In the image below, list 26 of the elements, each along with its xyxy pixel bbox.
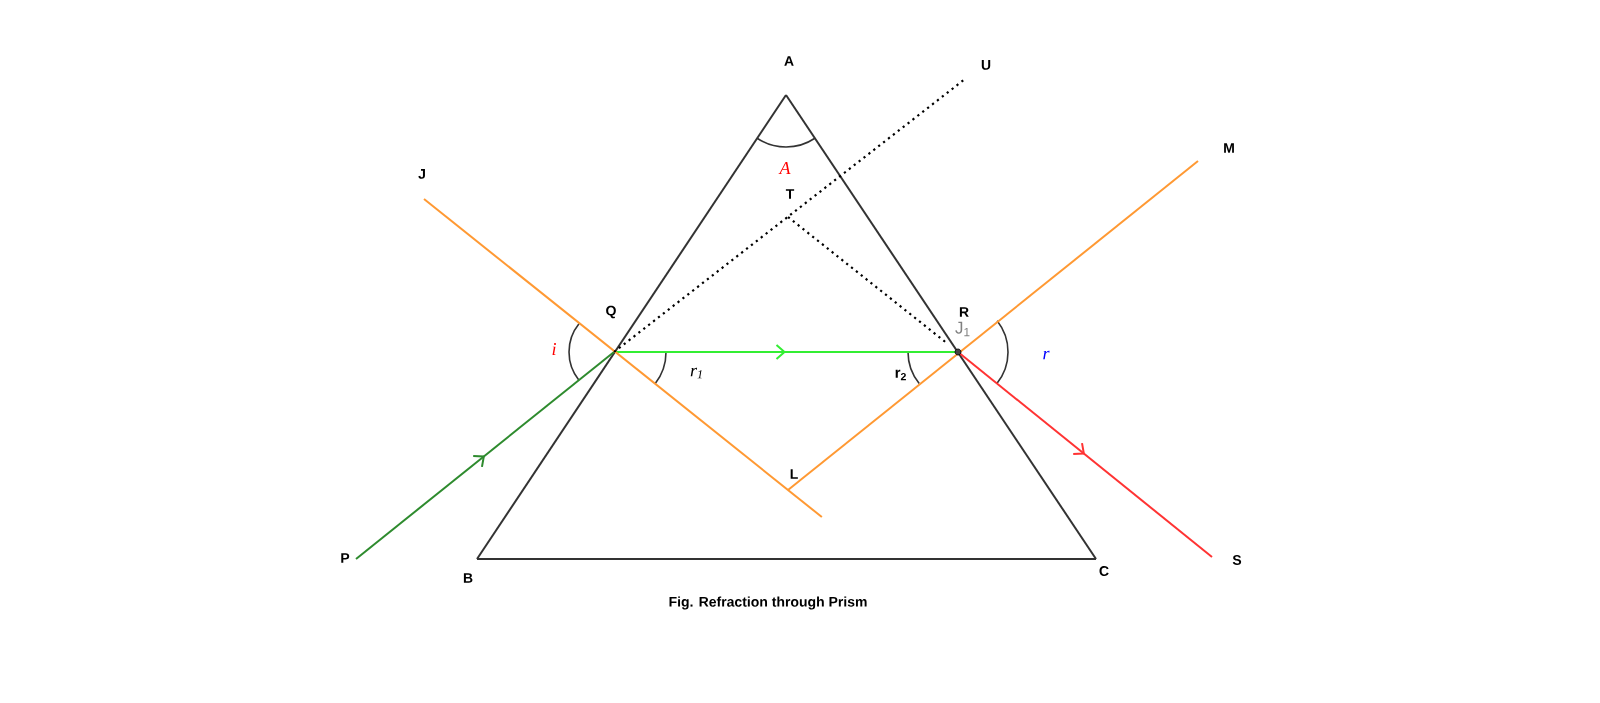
point-label: Q bbox=[606, 305, 616, 319]
angle-label: A bbox=[778, 162, 791, 174]
point-label: L bbox=[790, 469, 798, 479]
angle-label: r bbox=[1043, 350, 1050, 360]
point-label: T bbox=[785, 189, 795, 199]
line bbox=[355, 351, 615, 560]
line bbox=[476, 94, 787, 560]
line bbox=[785, 94, 1097, 560]
point-label: M bbox=[1224, 143, 1234, 153]
angle-label: r$_{1}$ bbox=[690, 367, 702, 379]
caption: Fig. Refraction through Prism bbox=[669, 596, 867, 610]
point-label: U bbox=[981, 60, 991, 70]
line bbox=[787, 160, 1199, 491]
angle-label: J$_{1}$ bbox=[955, 321, 970, 337]
point-label: A bbox=[784, 56, 794, 66]
point-label: S bbox=[1232, 555, 1242, 565]
point-label: C bbox=[1099, 566, 1109, 576]
angle-label: r$_{2}$ bbox=[895, 369, 906, 381]
line bbox=[613, 78, 966, 353]
point-label: J bbox=[418, 169, 425, 179]
line bbox=[423, 198, 823, 519]
line bbox=[476, 558, 1097, 560]
point-label: R bbox=[959, 307, 969, 317]
angle-label: i bbox=[552, 343, 556, 355]
point-label: P bbox=[341, 553, 350, 563]
point-label: B bbox=[463, 573, 473, 583]
